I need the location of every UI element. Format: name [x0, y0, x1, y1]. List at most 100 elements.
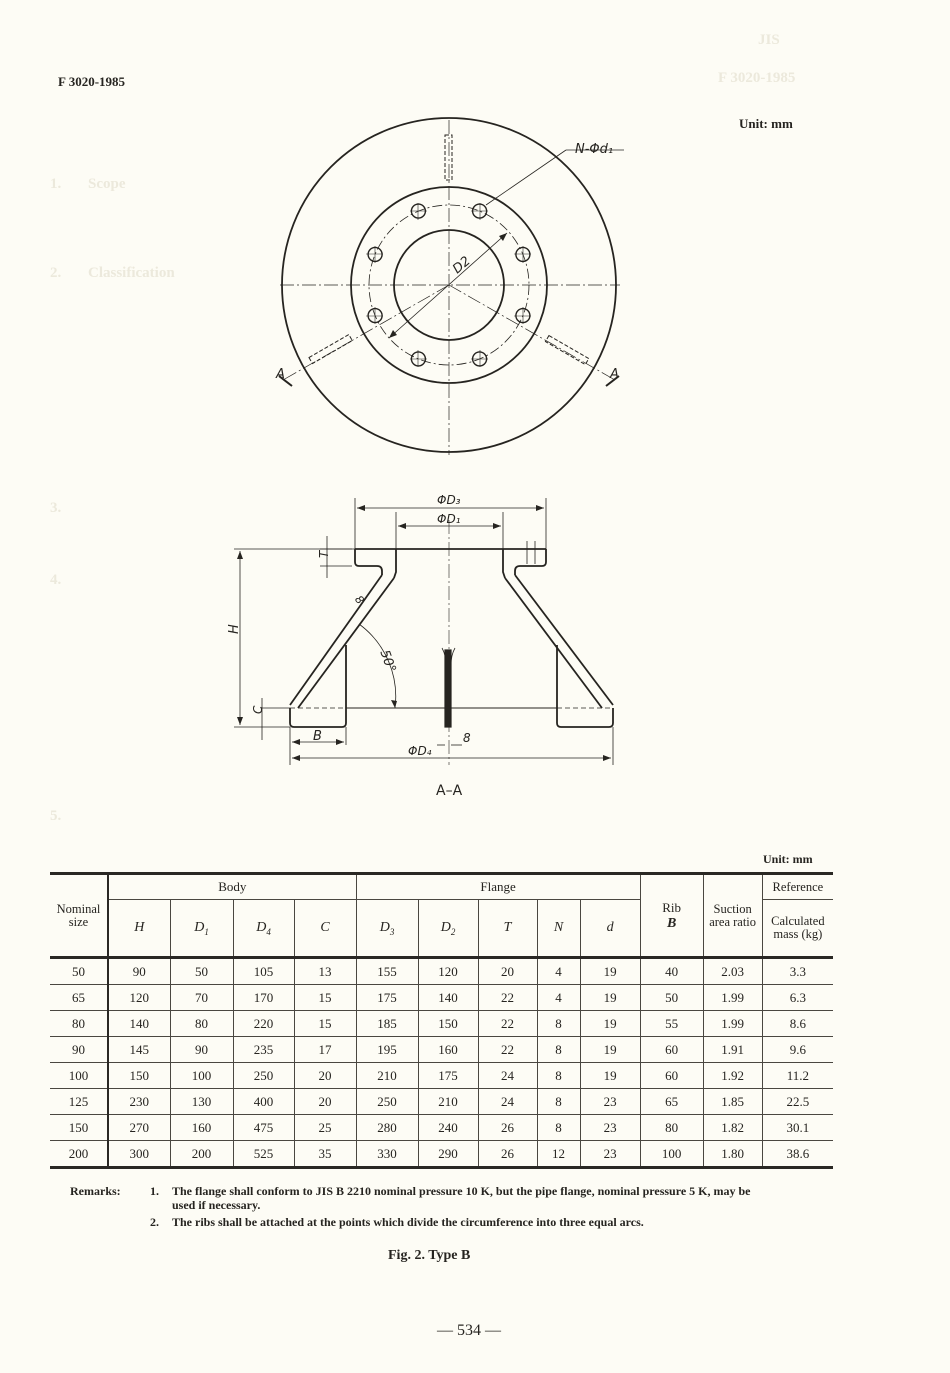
table-cell: 20	[477, 957, 538, 985]
center-rib-thickness-label: 8	[463, 731, 471, 745]
table-cell: 12	[536, 1140, 581, 1168]
bleed-through-text: 5.	[50, 808, 62, 824]
section-marker-left: A	[275, 367, 285, 382]
bleed-through-text: 1.	[50, 176, 62, 192]
header-d4: D4	[232, 899, 295, 958]
bleed-through-text: Scope	[88, 176, 126, 192]
header-t: T	[477, 899, 538, 958]
header-d1: D1	[169, 899, 234, 958]
rib-thickness-label: 8	[352, 593, 366, 607]
table-cell: 23	[579, 1088, 641, 1115]
table-cell: 150	[107, 1062, 171, 1089]
section-marker-right: A	[609, 367, 619, 382]
table-cell: 8.6	[761, 1010, 834, 1037]
table-cell: 26	[477, 1114, 538, 1141]
table-cell: 120	[107, 984, 171, 1011]
header-rib-symbol: B	[666, 915, 677, 931]
table-cell: 24	[477, 1062, 538, 1089]
table-cell: 11.2	[761, 1062, 834, 1089]
header-rib: Rib B	[639, 873, 704, 958]
table-cell: 1.82	[702, 1114, 763, 1141]
table-cell: 13	[293, 957, 357, 985]
bleed-through-text: JIS	[758, 32, 780, 48]
table-cell: 270	[107, 1114, 171, 1141]
table-cell: 120	[417, 957, 479, 985]
table-cell: 230	[107, 1088, 171, 1115]
table-cell: 140	[107, 1010, 171, 1037]
table-cell: 19	[579, 984, 641, 1011]
table-cell: 90	[107, 957, 171, 985]
remark-text: The ribs shall be attached at the points…	[172, 1215, 644, 1229]
table-cell: 65	[50, 984, 109, 1011]
table-cell: 155	[355, 957, 419, 985]
table-cell: 525	[232, 1140, 295, 1168]
header-calculated-mass: Calculated mass (kg)	[761, 899, 834, 958]
header-reference: Reference	[761, 873, 834, 900]
header-body: Body	[107, 873, 357, 900]
figure-caption: Fig. 2. Type B	[388, 1248, 471, 1263]
table-cell: 50	[169, 957, 234, 985]
table-cell: 475	[232, 1114, 295, 1141]
table-cell: 300	[107, 1140, 171, 1168]
table-cell: 15	[293, 984, 357, 1011]
table-cell: 170	[232, 984, 295, 1011]
table-cell: 22	[477, 984, 538, 1011]
table-cell: 9.6	[761, 1036, 834, 1063]
remark-number: 2.	[150, 1215, 159, 1229]
table-cell: 30.1	[761, 1114, 834, 1141]
document-code: F 3020-1985	[58, 74, 126, 89]
header-n: N	[536, 899, 581, 958]
table-cell: 4	[536, 957, 581, 985]
table-cell: 20	[293, 1088, 357, 1115]
table-cell: 6.3	[761, 984, 834, 1011]
header-suction-area-ratio: Suction area ratio	[702, 873, 763, 958]
b-label: B	[313, 729, 322, 744]
table-cell: 240	[417, 1114, 479, 1141]
table-cell: 220	[232, 1010, 295, 1037]
table-cell: 23	[579, 1114, 641, 1141]
table-cell: 26	[477, 1140, 538, 1168]
table-cell: 200	[169, 1140, 234, 1168]
drawing-unit-label: Unit: mm	[739, 116, 793, 131]
table-cell: 90	[169, 1036, 234, 1063]
bleed-through-text: F 3020-1985	[718, 70, 796, 86]
table-cell: 20	[293, 1062, 357, 1089]
table-cell: 175	[355, 984, 419, 1011]
remarks-label: Remarks:	[70, 1184, 121, 1198]
c-label: C	[251, 705, 265, 714]
table-cell: 100	[639, 1140, 704, 1168]
header-rib-label: Rib	[662, 899, 681, 915]
header-h: H	[108, 899, 171, 958]
table-cell: 210	[417, 1088, 479, 1115]
table-cell: 15	[293, 1010, 357, 1037]
table-cell: 160	[417, 1036, 479, 1063]
table-cell: 23	[579, 1140, 641, 1168]
table-cell: 22.5	[761, 1088, 834, 1115]
bleed-through-text: 2.	[50, 265, 62, 281]
table-cell: 150	[50, 1114, 109, 1141]
table-cell: 250	[232, 1062, 295, 1089]
d3-label: ΦD₃	[437, 493, 461, 507]
table-cell: 140	[417, 984, 479, 1011]
table-cell: 125	[50, 1088, 109, 1115]
table-cell: 8	[536, 1114, 581, 1141]
table-unit-label: Unit: mm	[763, 852, 813, 866]
table-cell: 4	[536, 984, 581, 1011]
d1-label: ΦD₁	[437, 512, 461, 526]
table-cell: 130	[169, 1088, 234, 1115]
header-d: d	[579, 899, 641, 958]
t-label: T	[317, 549, 331, 558]
dimension-table: Nominal size Body Flange Rib B Suction a…	[50, 872, 834, 1169]
table-cell: 60	[639, 1062, 704, 1089]
table-cell: 185	[355, 1010, 419, 1037]
table-cell: 8	[536, 1062, 581, 1089]
remark-text: The flange shall conform to JIS B 2210 n…	[172, 1184, 751, 1212]
table-cell: 17	[293, 1036, 357, 1063]
table-cell: 280	[355, 1114, 419, 1141]
